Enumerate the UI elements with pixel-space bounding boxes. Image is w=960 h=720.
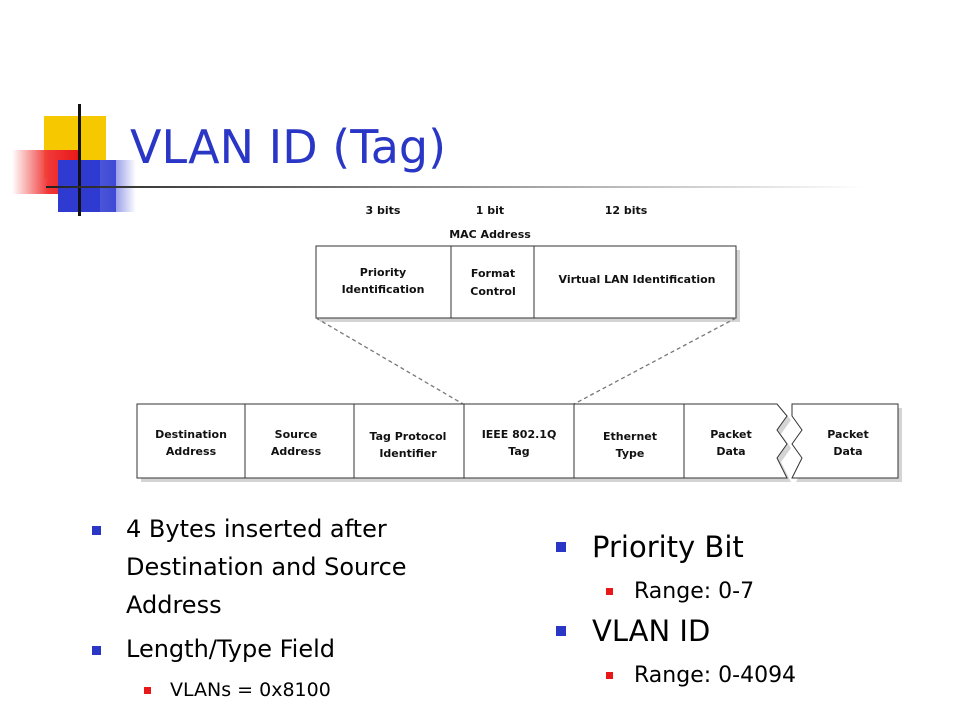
frame-box-main	[136, 403, 788, 479]
left-bullet-list: 4 Bytes inserted after Destination and S…	[92, 510, 482, 706]
title-underline	[46, 186, 866, 188]
bullet-vlan-id: VLAN ID	[556, 610, 936, 652]
bit-label-vlan: 12 bits	[605, 204, 648, 217]
deco-vertical-line	[78, 104, 81, 216]
frame-field-8021q-line2: Tag	[508, 445, 529, 458]
frame-field-packet-data-2-line1: Packet	[827, 428, 868, 441]
bit-label-format: 1 bit	[476, 204, 504, 217]
frame-field-packet-data-line1: Packet	[710, 428, 751, 441]
mac-address-label: MAC Address	[449, 228, 531, 241]
frame-field-8021q-line1: IEEE 802.1Q	[482, 428, 557, 441]
bit-label-priority: 3 bits	[366, 204, 401, 217]
frame-field-ethertype-line1: Ethernet	[603, 430, 657, 443]
frame-field-dest-line1: Destination	[155, 428, 227, 441]
frame-field-tpid-line2: Identifier	[379, 447, 437, 460]
subbullet-priority-range: Range: 0-7	[606, 574, 936, 610]
tag-field-vlan-id: Virtual LAN Identification	[559, 273, 716, 286]
tag-field-format-line2: Control	[470, 285, 515, 298]
frame-field-ethertype-line2: Type	[616, 447, 645, 460]
frame-field-packet-data-line2: Data	[716, 445, 745, 458]
tag-field-priority-line1: Priority	[360, 266, 406, 279]
tag-box	[315, 245, 737, 319]
right-bullet-list: Priority Bit Range: 0-7 VLAN ID Range: 0…	[556, 526, 936, 694]
expand-line-left	[315, 317, 464, 405]
bullet-length-type: Length/Type Field	[92, 630, 482, 668]
frame-field-tpid-line1: Tag Protocol	[370, 430, 447, 443]
frame-field-packet-data-2-line2: Data	[833, 445, 862, 458]
expand-line-right	[573, 317, 737, 405]
frame-field-dest-line2: Address	[166, 445, 217, 458]
bullet-priority-bit: Priority Bit	[556, 526, 936, 568]
bullet-bytes-inserted: 4 Bytes inserted after Destination and S…	[92, 510, 482, 624]
subbullet-vlans-ethertype: VLANs = 0x8100	[144, 674, 482, 706]
tag-field-format-line1: Format	[471, 267, 515, 280]
subbullet-vlan-range: Range: 0-4094	[606, 658, 936, 694]
frame-field-source-line1: Source	[275, 428, 318, 441]
frame-box-tail	[791, 403, 899, 479]
slide-title: VLAN ID (Tag)	[130, 120, 447, 174]
tag-field-priority-line2: Identification	[342, 283, 425, 296]
frame-field-source-line2: Address	[271, 445, 322, 458]
